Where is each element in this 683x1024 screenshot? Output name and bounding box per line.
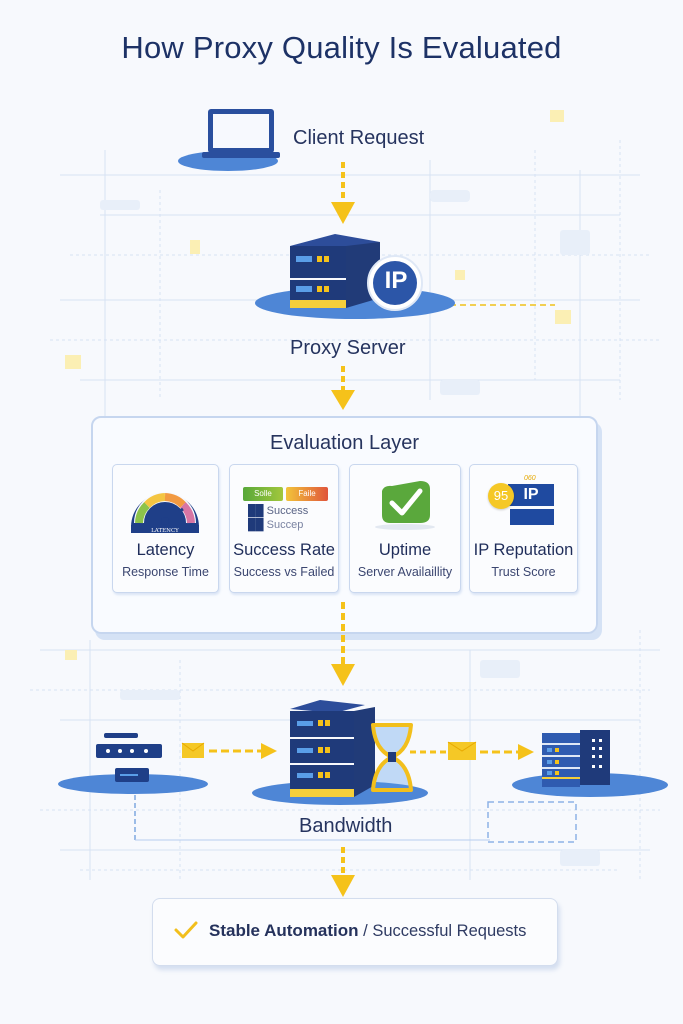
flow-arrow-down [331, 602, 355, 686]
success-chip: Solle [243, 487, 283, 501]
bandwidth-label: Bandwidth [299, 815, 393, 837]
metric-card-ip-reputation[interactable]: 060 IP 95 IP Reputation Trust Score [469, 464, 578, 593]
metric-card-uptime[interactable]: Uptime Server Availaillity [349, 464, 461, 593]
laptop-icon [178, 109, 280, 171]
router-icon [58, 733, 208, 794]
evaluation-layer-title: Evaluation Layer [270, 432, 419, 454]
ip-badge: IP [508, 484, 554, 506]
metric-subtitle: Response Time [122, 565, 209, 579]
ip-score-icon: 060 IP 95 [470, 475, 577, 535]
checkmark-icon [174, 921, 198, 939]
success-row: ██ Success [248, 505, 309, 517]
client-request-label: Client Request [293, 127, 425, 149]
page-title: How Proxy Quality Is Evaluated [121, 30, 562, 65]
proxy-server-icon [255, 234, 455, 319]
flow-arrow-down [331, 847, 355, 897]
result-rest: Successful Requests [372, 922, 527, 940]
metric-name: Latency [136, 541, 195, 559]
metric-card-success-rate[interactable]: Solle Faile ██ Success ██ Succep Success… [229, 464, 339, 593]
result-panel: Stable Automation / Successful Requests [152, 898, 558, 966]
metric-name: IP Reputation [473, 541, 574, 559]
evaluation-layer-panel: Evaluation Layer LATENCY Latency Respons… [91, 416, 598, 634]
flow-arrow-down [331, 366, 355, 410]
trust-score-badge: 95 [488, 483, 514, 509]
metric-card-latency[interactable]: LATENCY Latency Response Time [112, 464, 219, 593]
success-row: ██ Succep [248, 519, 304, 531]
ip-badge: IP [384, 267, 408, 294]
speedometer-icon: LATENCY [131, 492, 199, 534]
proxy-server-label: Proxy Server [290, 337, 406, 359]
server-hourglass-icon [252, 700, 428, 805]
metric-name: Uptime [378, 541, 432, 559]
data-flow-arrow-right [181, 742, 277, 759]
failed-chip: Faile [286, 487, 328, 501]
metric-subtitle: Server Availaillity [357, 565, 453, 579]
metric-name: Success Rate [233, 541, 335, 559]
result-text: Stable Automation / Successful Requests [209, 921, 527, 940]
data-flow-arrow-right [410, 741, 534, 760]
flow-arrow-down [331, 162, 355, 224]
success-failed-bars-icon: Solle Faile ██ Success ██ Succep [230, 475, 338, 535]
result-bold: Stable Automation [209, 921, 359, 940]
metric-subtitle: Success vs Failed [233, 565, 335, 579]
checkmark-icon [375, 481, 435, 530]
metric-subtitle: Trust Score [491, 565, 556, 579]
target-server-icon [512, 730, 668, 797]
speedometer-label: LATENCY [151, 528, 179, 534]
ip-info-card [510, 509, 554, 525]
